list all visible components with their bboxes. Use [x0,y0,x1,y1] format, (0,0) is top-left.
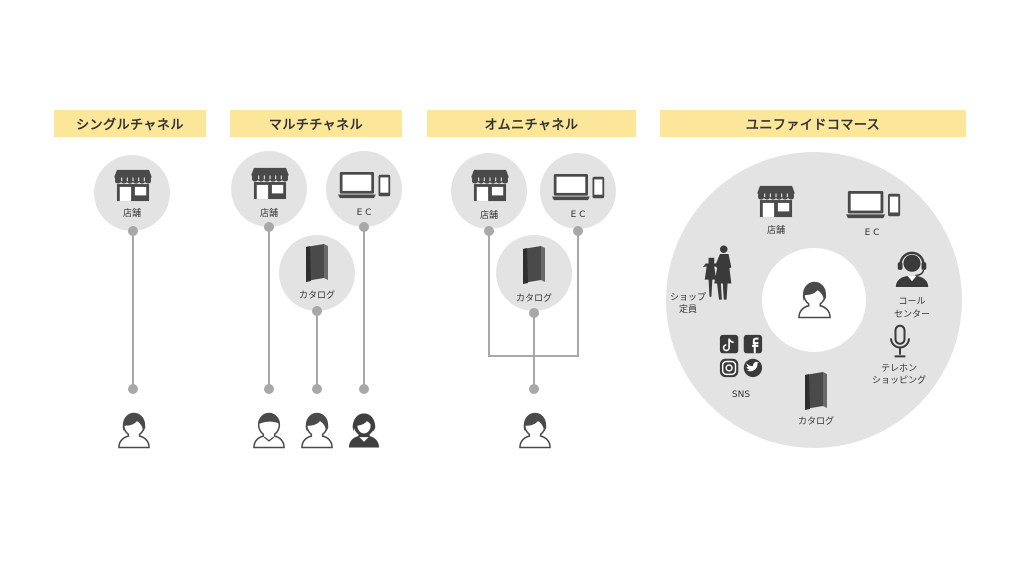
book-icon [306,244,328,282]
unified-center [762,248,866,352]
store-label: 店舗 [766,226,786,236]
tv-shopping-label: ショッピング [871,376,927,386]
ec-label: E C [570,210,586,220]
store-icon [757,185,795,218]
person-icon [301,412,333,449]
store-icon [114,169,152,202]
store-label: 店舗 [122,209,142,219]
header-single-channel: シングルチャネル [54,110,206,137]
catalog-label: カタログ [298,291,336,301]
sns-label: SNS [731,390,751,400]
connector-dots [128,222,583,394]
shop-staff-label: 定員 [678,305,698,315]
shop-staff-label: ショップ [669,293,707,303]
tv-shopping-label: テレホン [880,364,918,374]
store-icon [471,169,509,202]
ec-label: E C [864,228,880,238]
call-center-label: センター [893,310,931,320]
catalog-label: カタログ [797,417,835,427]
header-unified-commerce: ユニファイドコマース [660,110,966,137]
catalog-label: カタログ [515,294,553,304]
person-icon [348,413,380,448]
person-icon [253,412,285,449]
book-icon [805,372,827,410]
store-icon [251,167,289,200]
store-label: 店舗 [259,209,279,219]
person-icon [118,412,150,449]
connector-lines [132,227,579,389]
store-label: 店舗 [479,211,499,221]
ec-label: E C [356,208,372,218]
person-icon [519,412,551,449]
header-multi-channel: マルチチャネル [230,110,402,137]
header-omni-channel: オムニチャネル [427,110,636,137]
book-icon [523,246,545,284]
call-center-label: コール [898,297,926,307]
